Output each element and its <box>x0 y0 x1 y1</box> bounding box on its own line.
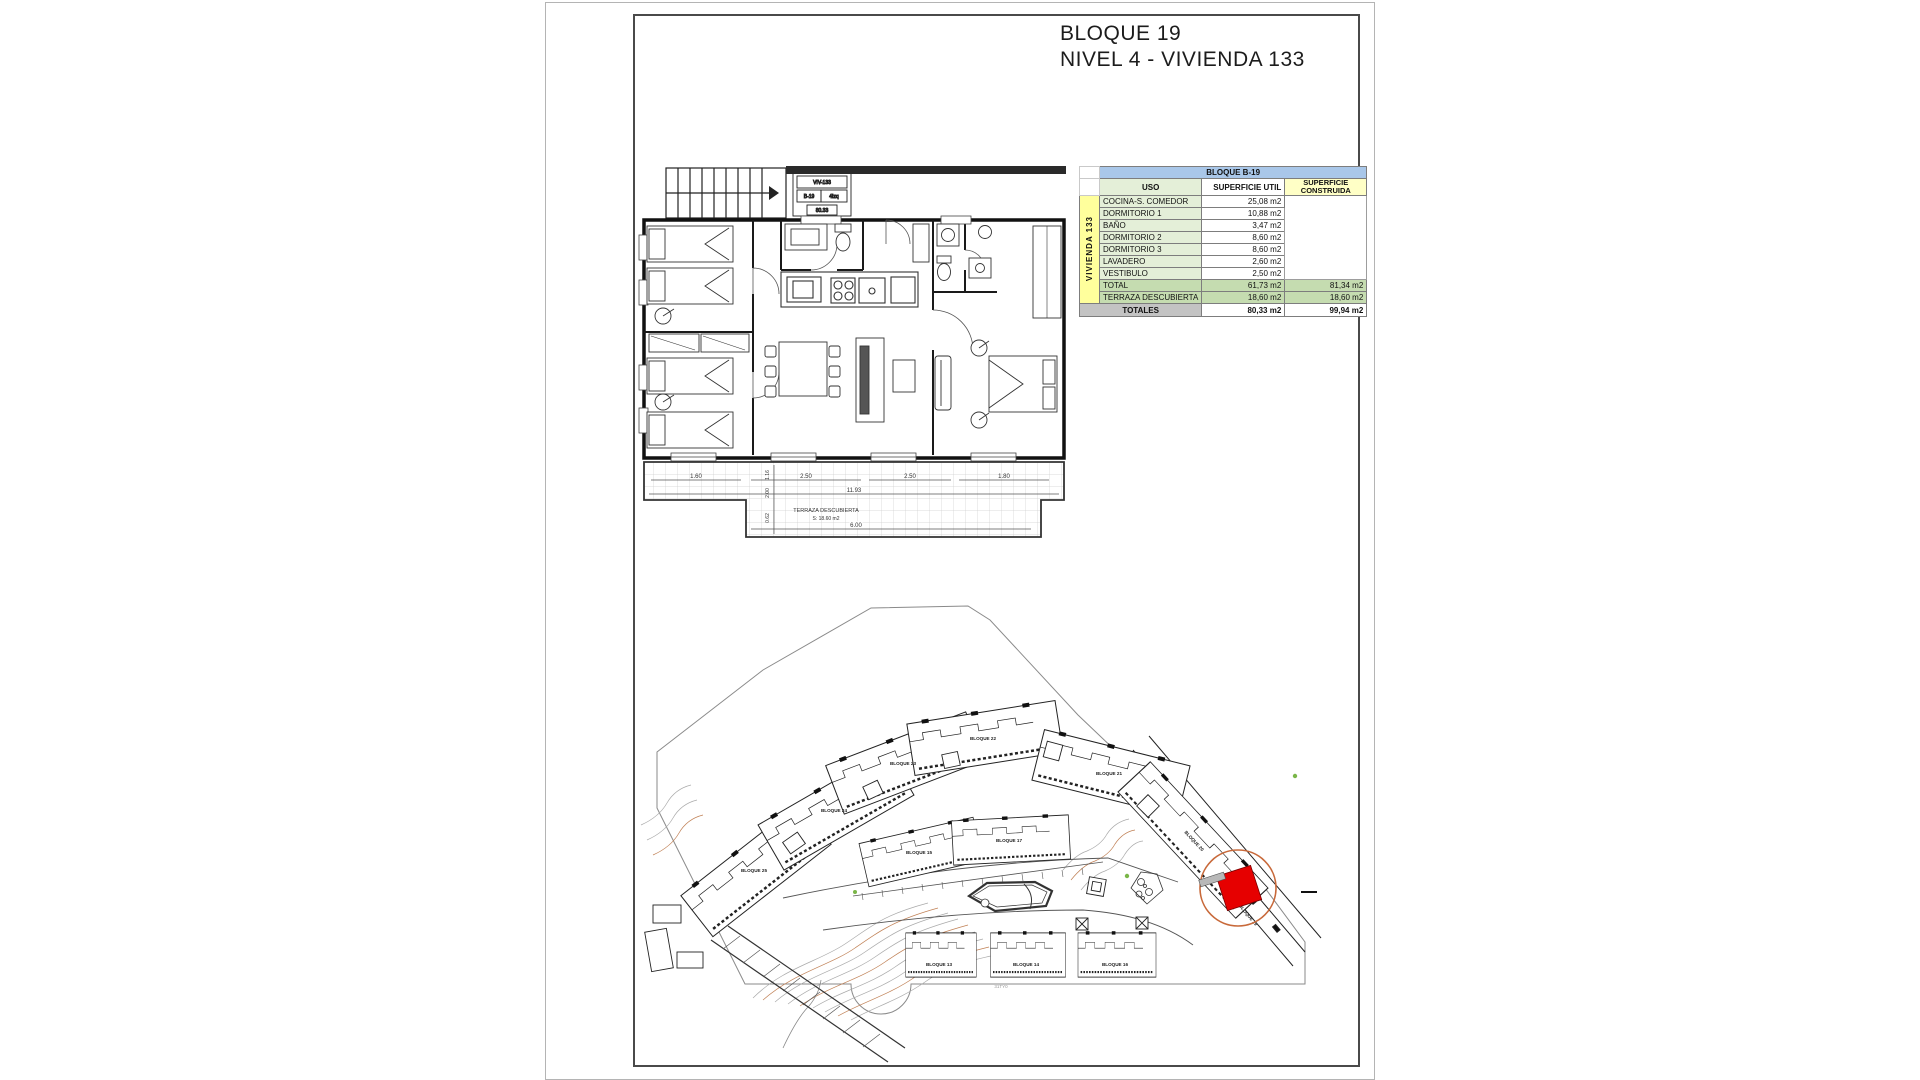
svg-text:BLOQUE 22: BLOQUE 22 <box>970 736 996 741</box>
playground <box>1130 871 1164 905</box>
drawing-frame <box>633 14 1360 1067</box>
svg-text:0.62: 0.62 <box>765 513 771 523</box>
bathroom-fixtures <box>784 223 992 281</box>
bedroom2-furniture <box>646 357 734 449</box>
table-block-header: BLOQUE B-19 <box>1098 166 1368 179</box>
col-header-uso: USO <box>1098 178 1203 196</box>
svg-text:BLOQUE 25: BLOQUE 25 <box>741 868 767 873</box>
svg-text:2.50: 2.50 <box>904 474 916 480</box>
door-arcs <box>752 219 986 399</box>
svg-text:BLOQUE 13: BLOQUE 13 <box>926 962 952 967</box>
roads <box>710 857 1194 1063</box>
highlighted-unit-block19 <box>1198 849 1277 927</box>
trees <box>853 773 1298 894</box>
svg-text:BLOQUE 15: BLOQUE 15 <box>906 850 932 855</box>
floor-plan: VIV-133 B-19 4Izq 80.33 <box>638 166 1066 538</box>
svg-text:BLOQUE 21: BLOQUE 21 <box>1096 771 1122 776</box>
svg-text:6.00: 6.00 <box>850 523 862 529</box>
terrace: 1.60 2.50 2.50 1.80 11.93 6.00 1.16 2.00… <box>643 461 1065 538</box>
table-row-total: TOTAL 61,73 m2 81,34 m2 <box>1080 279 1368 292</box>
svg-text:1.16: 1.16 <box>765 470 771 480</box>
small-annotation: 31TY0 <box>994 984 1008 989</box>
svg-text:1.80: 1.80 <box>998 474 1010 480</box>
table-row-totales: TOTALES 80,33 m2 99,94 m2 <box>1078 303 1368 317</box>
table-row: BLOQUE B-19 <box>1079 166 1368 179</box>
page-title: BLOQUE 19 NIVEL 4 - VIVIENDA 133 <box>1060 21 1305 73</box>
transformer-box <box>1135 916 1149 930</box>
site-plan: BLOQUE 25 BLOQUE 24 BLOQUE 23 BLOQUE 22 … <box>640 605 1322 1063</box>
table-row: VIVIENDA 133 COCINA-S. COMEDOR 25,08 m2 <box>1079 195 1368 304</box>
transformer-box <box>1075 917 1089 931</box>
svg-text:BLOQUE 16: BLOQUE 16 <box>1102 962 1128 967</box>
svg-text:4Izq: 4Izq <box>829 194 839 200</box>
pool <box>966 880 1054 913</box>
col-header-util: SUPERFICIE UTIL <box>1201 178 1286 196</box>
highlight-red-square <box>1215 864 1263 912</box>
interior-walls <box>644 220 997 455</box>
master-bedroom-furniture <box>970 225 1062 429</box>
svg-text:2.00: 2.00 <box>765 488 771 498</box>
title-line-2: NIVEL 4 - VIVIENDA 133 <box>1060 48 1305 71</box>
kitchen-counter <box>780 271 919 308</box>
svg-text:B-19: B-19 <box>804 194 815 200</box>
utility-structures <box>1075 876 1149 931</box>
unit-info-box: VIV-133 B-19 4Izq 80.33 <box>792 171 852 217</box>
table-row-terraza: TERRAZA DESCUBIERTA 18,60 m2 18,60 m2 <box>1080 291 1368 304</box>
staircase <box>665 167 787 219</box>
svg-text:BLOQUE 17: BLOQUE 17 <box>996 838 1022 843</box>
site-boundary <box>656 605 1306 1015</box>
title-line-1: BLOQUE 19 <box>1060 22 1182 45</box>
svg-text:VIV-133: VIV-133 <box>813 180 831 186</box>
terrace-area-label: S: 18.60 m2 <box>813 516 840 522</box>
svg-text:1.60: 1.60 <box>690 474 702 480</box>
vivienda-group-label: VIVIENDA 133 <box>1079 195 1100 304</box>
svg-text:BLOQUE 24: BLOQUE 24 <box>821 808 847 813</box>
bedroom1-furniture <box>646 225 750 353</box>
surface-area-table: BLOQUE B-19 USO SUPERFICIE UTIL SUPERFIC… <box>1078 166 1368 317</box>
highlight-circle <box>1199 849 1277 927</box>
svg-text:BLOQUE 14: BLOQUE 14 <box>1013 962 1039 967</box>
site-blocks <box>644 697 1271 979</box>
svg-text:80.33: 80.33 <box>816 208 829 214</box>
terrace-dimensions: 1.60 2.50 2.50 1.80 11.93 6.00 1.16 2.00… <box>690 470 1010 531</box>
terrace-label: TERRAZA DESCUBIERTA <box>793 508 859 514</box>
document-page: BLOQUE 19 NIVEL 4 - VIVIENDA 133 BLOQUE … <box>545 2 1375 1080</box>
svg-text:BLOQUE 23: BLOQUE 23 <box>890 761 916 766</box>
common-wall <box>786 166 1066 174</box>
svg-text:11.93: 11.93 <box>847 488 862 494</box>
living-dining-furniture <box>764 337 952 423</box>
svg-text:2.50: 2.50 <box>800 474 812 480</box>
